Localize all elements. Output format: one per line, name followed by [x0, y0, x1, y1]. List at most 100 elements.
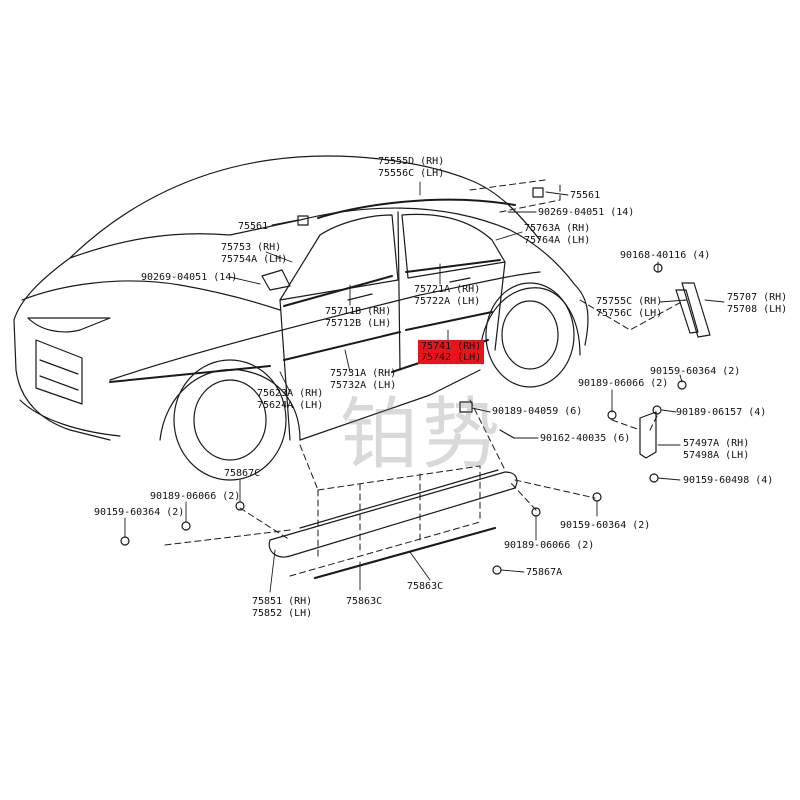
rear-rim [501, 300, 559, 370]
guide-bracket [611, 419, 641, 431]
label-75764a: 75764A (LH) [524, 235, 591, 246]
label-75721a: 75721A (RH) [414, 284, 481, 295]
guide-box-top [317, 465, 481, 521]
roof-drip-moulding [317, 198, 516, 219]
leader-90189-04059 [471, 407, 491, 413]
car-body [13, 155, 589, 481]
leader-75867a [500, 569, 525, 573]
label-90189-top: 90189-06066 (2) [578, 378, 669, 389]
label-75561-right: 75561 [570, 190, 601, 201]
label-90189-left: 90189-06066 (2) [150, 491, 241, 502]
label-75867c: 75867C [224, 468, 261, 479]
label-75863c-1: 75863C [346, 596, 383, 607]
screw-90159-left [120, 536, 130, 546]
rear-door-window [401, 213, 506, 279]
car-grille [35, 339, 83, 405]
rocker-lower-strip [313, 526, 497, 580]
leader-75561-right [545, 191, 569, 196]
car-grille-bar-2 [39, 375, 79, 391]
rear-door-handle [449, 277, 471, 283]
label-90159-60498: 90159-60498 (4) [683, 475, 774, 486]
label-75732a: 75732A (LH) [330, 380, 397, 391]
leader-90159-60498 [657, 477, 681, 481]
label-57498a: 57498A (LH) [683, 450, 750, 461]
leader-75561-left [271, 219, 299, 226]
leader-75623a [279, 371, 291, 393]
label-75754a: 75754A (LH) [221, 254, 288, 265]
label-75712b: 75712B (LH) [325, 318, 392, 329]
watermark-text: 铂势 [340, 390, 505, 480]
front-tire [173, 359, 287, 481]
guide-sill-to-rocker [469, 399, 506, 471]
front-door-edge [279, 299, 291, 441]
label-90159-right: 90159-60364 (2) [560, 520, 651, 531]
leader-90189-06157 [661, 409, 677, 413]
label-75863c-2: 75863C [407, 581, 444, 592]
separate-parts [120, 187, 711, 580]
clip-75561-left [297, 215, 309, 226]
label-75731a: 75731A (RH) [330, 368, 397, 379]
guide-box-bottom [289, 521, 481, 577]
car-hood-line [21, 280, 281, 311]
front-door-side-moulding [283, 331, 401, 361]
front-rim [193, 379, 267, 461]
car-fog-area [19, 399, 121, 437]
label-57497a: 57497A (RH) [683, 438, 750, 449]
car-beltline [109, 271, 541, 381]
clip-90189-left [181, 521, 191, 531]
rear-wheel-arch [479, 287, 581, 356]
guide-rocker-right-2 [509, 481, 537, 511]
leader-75763a [495, 231, 523, 241]
front-door-handle [347, 293, 373, 301]
b-pillar [397, 211, 401, 371]
guide-rocker-left-2 [164, 529, 291, 546]
label-90189-right: 90189-06066 (2) [504, 540, 595, 551]
label-75722a: 75722A (LH) [414, 296, 481, 307]
label-90269-left: 90269-04051 (14) [141, 272, 238, 283]
guide-roof-to-clip [469, 179, 546, 191]
screw-90159-60498 [649, 473, 659, 483]
clip-75867a [492, 565, 502, 575]
label-75555d: 75555D (RH) [378, 156, 445, 167]
guide-clip-90269 [499, 184, 561, 213]
label-90159-left: 90159-60364 (2) [94, 507, 185, 518]
rear-belt-moulding [405, 259, 501, 273]
car-front-fascia [13, 319, 111, 441]
label-75708: 75708 (LH) [727, 304, 788, 315]
label-75755c: 75755C (RH) [596, 296, 663, 307]
screw-90159-right [592, 492, 602, 502]
leader-75851 [269, 549, 276, 593]
label-75707: 75707 (RH) [727, 292, 788, 303]
label-75741-highlighted: 75741 (RH) [418, 340, 485, 353]
label-75756c: 75756C (LH) [596, 308, 663, 319]
leader-90159-top [679, 374, 683, 383]
guide-bracket-2 [649, 415, 658, 431]
car-lower-sill [299, 369, 481, 441]
leader-75753 [265, 251, 293, 263]
car-roof-line [69, 155, 541, 259]
label-90269-right: 90269-04051 (14) [538, 207, 635, 218]
clip-75561-right [532, 187, 544, 198]
rocker-bracket [639, 411, 657, 459]
clip-75867c [235, 501, 245, 511]
leader-90269-left [229, 276, 261, 285]
clip-90189-04059 [459, 401, 473, 413]
front-door-window [279, 214, 399, 301]
label-75753: 75753 (RH) [221, 242, 282, 253]
label-75711b: 75711B (RH) [325, 306, 392, 317]
clip-90189-right [531, 507, 541, 517]
label-75852: 75852 (LH) [252, 608, 313, 619]
guide-rocker-left [239, 507, 291, 541]
car-grille-bar [39, 359, 79, 375]
dashed-guides [164, 179, 686, 577]
label-90189-06157: 90189-06157 (4) [676, 407, 767, 418]
label-90189-04059: 90189-04059 (6) [492, 406, 583, 417]
label-90159-top: 90159-60364 (2) [650, 366, 741, 377]
label-75763a: 75763A (RH) [524, 223, 591, 234]
door-frame-garnish-strip [681, 282, 711, 338]
side-mirror [261, 269, 291, 291]
rear-door-edge [494, 261, 506, 351]
label-90162: 90162-40035 (6) [540, 433, 631, 444]
leader-75863c-2 [409, 551, 431, 581]
